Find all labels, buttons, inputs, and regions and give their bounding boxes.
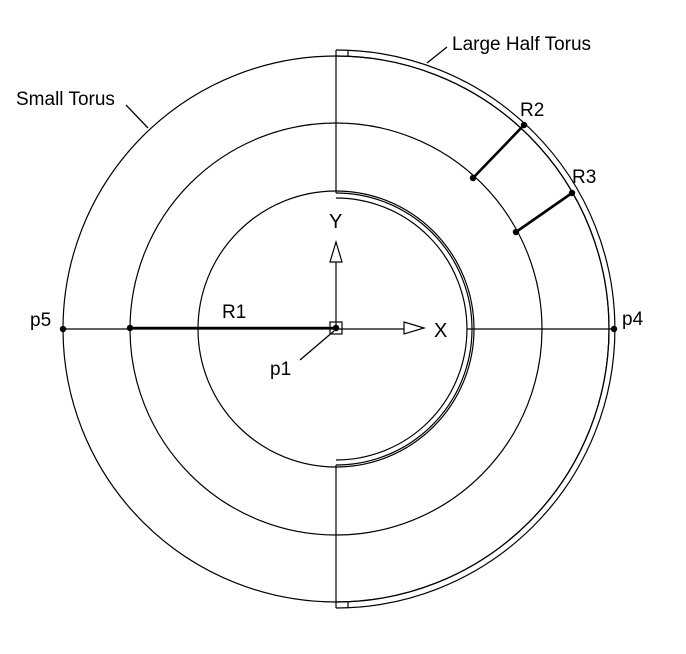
p5-label: p5 xyxy=(30,310,51,331)
r2-line xyxy=(472,124,525,179)
x-axis-arrowhead xyxy=(403,321,427,335)
small-torus-label: Small Torus xyxy=(16,89,115,110)
y-axis-label: Y xyxy=(329,211,342,233)
r1-label: R1 xyxy=(222,302,246,323)
r3-label: R3 xyxy=(572,167,596,188)
large-half-torus-label: Large Half Torus xyxy=(452,34,591,55)
p4-label: p4 xyxy=(622,309,644,330)
y-axis-arrowhead xyxy=(329,239,343,263)
r1-end-point xyxy=(126,324,134,332)
r2-label: R2 xyxy=(520,100,544,121)
p5-point xyxy=(59,325,67,333)
r2-end-point xyxy=(520,121,528,129)
leader-lines xyxy=(125,46,448,361)
small-torus-leader xyxy=(125,104,149,129)
r3-line xyxy=(515,191,573,234)
large-half-torus-leader xyxy=(426,46,448,64)
p1-point xyxy=(332,324,340,332)
points xyxy=(59,121,618,333)
x-axis-label: X xyxy=(434,320,447,342)
ucs-axis-icon xyxy=(329,239,427,335)
r2-start-point xyxy=(469,174,477,182)
p1-label: p1 xyxy=(270,359,291,380)
r3-start-point xyxy=(512,228,520,236)
radius-lines xyxy=(130,124,573,330)
p1-leader xyxy=(299,330,335,361)
r3-end-point xyxy=(568,189,576,197)
p4-point xyxy=(610,325,618,333)
